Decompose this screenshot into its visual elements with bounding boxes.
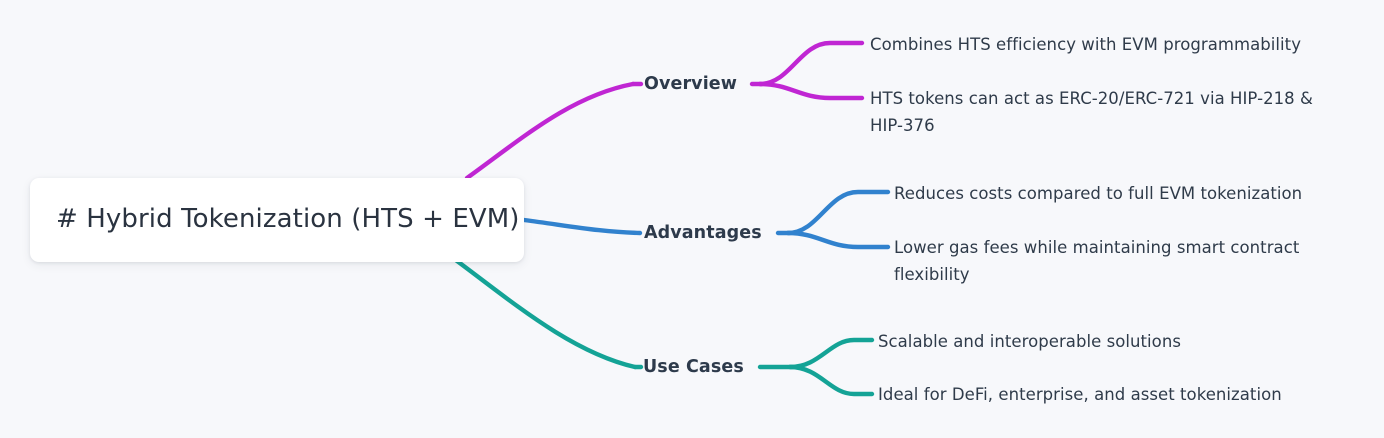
branch-label-overview[interactable]: Overview bbox=[644, 74, 738, 94]
branch-label-usecases[interactable]: Use Cases bbox=[643, 357, 744, 377]
root-node-label: # Hybrid Tokenization (HTS + EVM) bbox=[56, 204, 520, 235]
edge-usecases-to-leaf-2 bbox=[787, 364, 875, 397]
leaf-node-advantages-2[interactable]: Lower gas fees while maintaining smart c… bbox=[894, 238, 1300, 284]
edge-advantages-to-leaf-2 bbox=[785, 230, 891, 250]
leaf-node-usecases-2[interactable]: Ideal for DeFi, enterprise, and asset to… bbox=[878, 385, 1282, 404]
edge-overview-to-leaf-2 bbox=[757, 81, 865, 101]
leaf-node-overview-2[interactable]: HTS tokens can act as ERC-20/ERC-721 via… bbox=[870, 89, 1313, 135]
root-node[interactable]: # Hybrid Tokenization (HTS + EVM) bbox=[30, 178, 524, 262]
edge-root-to-overview bbox=[464, 81, 636, 181]
leaf-node-usecases-1[interactable]: Scalable and interoperable solutions bbox=[878, 332, 1181, 351]
leaf-node-overview-1[interactable]: Combines HTS efficiency with EVM program… bbox=[870, 35, 1302, 54]
branch-label-advantages[interactable]: Advantages bbox=[644, 223, 762, 243]
edge-overview-to-leaf-1 bbox=[757, 40, 865, 87]
edge-usecases-to-leaf-1 bbox=[787, 337, 875, 370]
edge-root-to-advantages bbox=[521, 217, 643, 236]
leaf-node-advantages-1[interactable]: Reduces costs compared to full EVM token… bbox=[894, 184, 1303, 203]
edge-root-to-usecases bbox=[450, 255, 638, 370]
edge-advantages-to-leaf-1 bbox=[785, 189, 891, 236]
